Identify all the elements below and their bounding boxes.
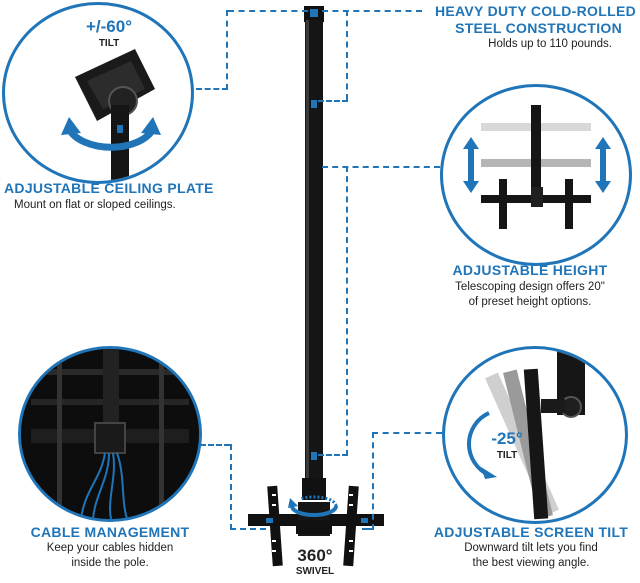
swivel-arrow-icon: [288, 495, 338, 517]
steel-desc: Holds up to 110 pounds.: [488, 38, 612, 50]
swivel-value: 360°: [297, 546, 333, 565]
swivel-label: SWIVEL: [295, 566, 335, 577]
tilt60-detail-circle: +/-60° TILT: [2, 2, 194, 184]
steel-title-line2: STEEL CONSTRUCTION: [455, 20, 622, 36]
connector-screen-h2: [362, 528, 374, 530]
connector-screen-v: [372, 432, 374, 530]
cable-desc-line1: Keep your cables hidden: [46, 542, 174, 554]
connector-cable-h: [200, 444, 230, 446]
ceiling-plate-title: ADJUSTABLE CEILING PLATE: [4, 180, 214, 196]
tilt60-label: TILT: [98, 38, 120, 49]
connector-steel-h: [322, 10, 422, 12]
ceiling-plate-illustration: [75, 49, 155, 181]
connector-steel-h2: [318, 100, 348, 102]
cable-desc-line2: inside the pole.: [71, 557, 149, 569]
height-positions-illustration: [481, 105, 591, 229]
ceiling-plate-desc: Mount on flat or sloped ceilings.: [14, 199, 176, 211]
connector-height-h: [322, 166, 440, 168]
connector-tilt60-h: [228, 10, 308, 12]
steel-title-line1: HEAVY DUTY COLD-ROLLED: [434, 3, 636, 19]
up-down-arrows-icon: [463, 137, 479, 193]
connector-tilt60-v: [226, 10, 228, 90]
connector-cable-v: [230, 444, 232, 530]
height-title: ADJUSTABLE HEIGHT: [452, 262, 608, 278]
height-desc-line2: of preset height options.: [468, 296, 592, 308]
screen-tilt-desc-line1: Downward tilt lets you find: [464, 542, 598, 554]
connector-cable-h2: [230, 528, 266, 530]
screen-tilt-desc-line2: the best viewing angle.: [472, 557, 590, 569]
connector-steel-v: [346, 10, 348, 100]
screen-tilt-illustration: [485, 349, 585, 520]
tilt25-value: -25°: [491, 429, 523, 448]
connector-height-h2: [318, 454, 348, 456]
screen-tilt-title: ADJUSTABLE SCREEN TILT: [433, 524, 629, 540]
height-detail-circle: [440, 84, 632, 266]
tilt25-label: TILT: [496, 450, 518, 461]
connector-height-v: [346, 166, 348, 456]
up-down-arrows-icon-right: [595, 137, 611, 193]
connector-tilt60-h2: [196, 88, 228, 90]
screen-tilt-detail-circle: -25° TILT: [442, 346, 628, 524]
connector-screen-h: [372, 432, 442, 434]
cable-detail-circle: [18, 346, 202, 522]
height-desc-line1: Telescoping design offers 20": [455, 281, 605, 293]
tilt60-value: +/-60°: [85, 17, 133, 36]
cable-title: CABLE MANAGEMENT: [30, 524, 190, 540]
tilt-arc-icon: [467, 411, 497, 479]
tilt-arrows-icon: [61, 117, 161, 151]
cable-illustration: [21, 349, 199, 519]
